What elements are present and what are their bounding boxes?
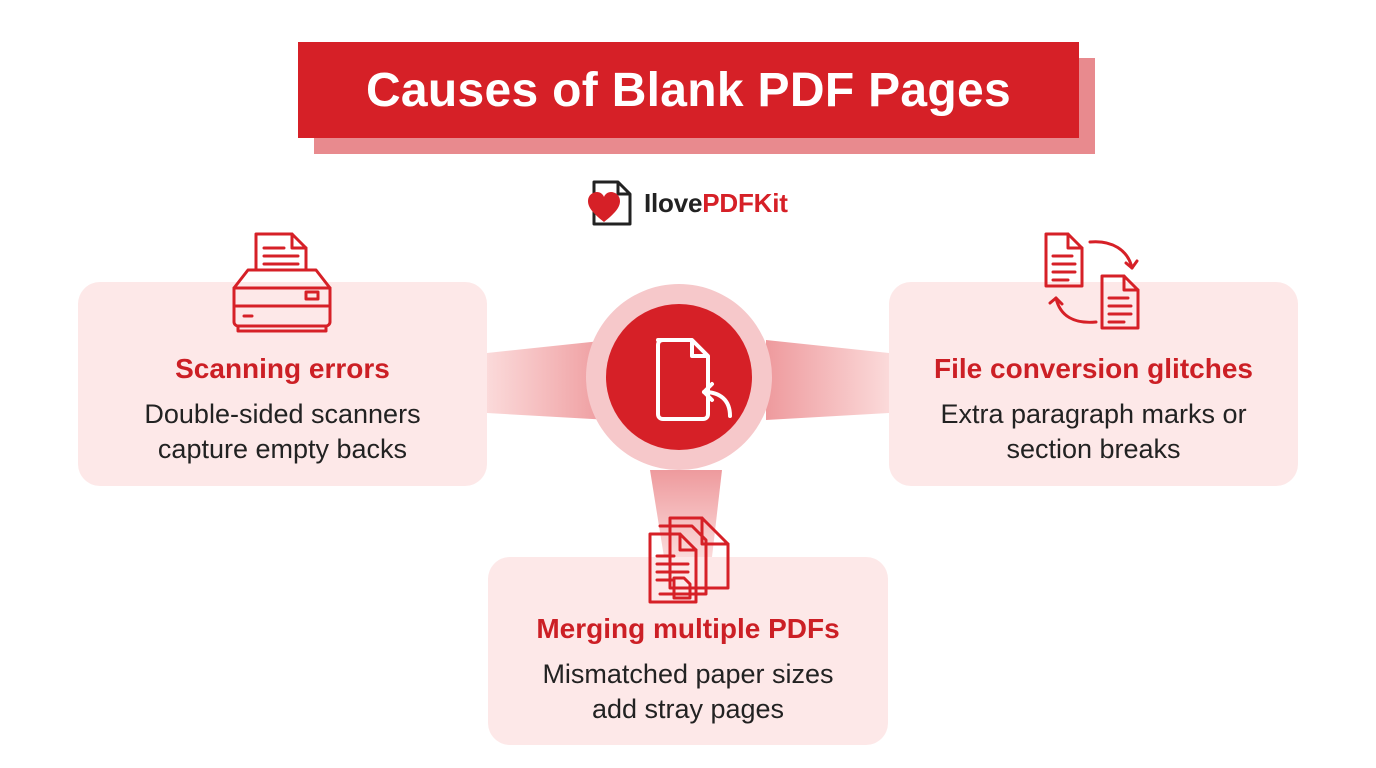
scanner-icon <box>232 232 332 333</box>
cause-description: Double-sided scanners capture empty back… <box>144 397 420 467</box>
cause-description-line: capture empty backs <box>157 434 408 464</box>
beam-left <box>487 340 610 420</box>
brand-name: IlovePDFKit <box>644 188 788 219</box>
heart-document-icon <box>588 180 632 226</box>
title-banner: Causes of Blank PDF Pages <box>298 42 1079 138</box>
cause-description-line: Extra paragraph marks or <box>940 399 1247 429</box>
cause-description: Mismatched paper sizes add stray pages <box>542 657 833 727</box>
cause-description-line: section breaks <box>1006 434 1181 464</box>
brand-name-plain: Ilove <box>644 187 703 218</box>
documents-merge-icon <box>648 516 730 604</box>
beam-right <box>766 340 889 420</box>
cause-card-scanning: Scanning errors Double-sided scanners ca… <box>78 282 487 486</box>
page-title: Causes of Blank PDF Pages <box>365 63 1012 117</box>
brand-logo: IlovePDFKit <box>586 178 788 228</box>
document-return-icon <box>656 338 732 421</box>
cause-description-line: add stray pages <box>591 694 785 724</box>
hub-circle <box>606 304 752 450</box>
cause-title: Scanning errors <box>175 353 390 384</box>
cause-description-line: Double-sided scanners <box>144 399 421 429</box>
brand-name-accent: PDFKit <box>702 187 788 218</box>
document-convert-icon <box>1044 232 1140 330</box>
cause-title: File conversion glitches <box>934 353 1253 384</box>
cause-description-line: Mismatched paper sizes <box>542 659 834 689</box>
cause-card-conversion: File conversion glitches Extra paragraph… <box>889 282 1298 486</box>
cause-description: Extra paragraph marks or section breaks <box>940 397 1246 467</box>
cause-title: Merging multiple PDFs <box>536 613 840 644</box>
